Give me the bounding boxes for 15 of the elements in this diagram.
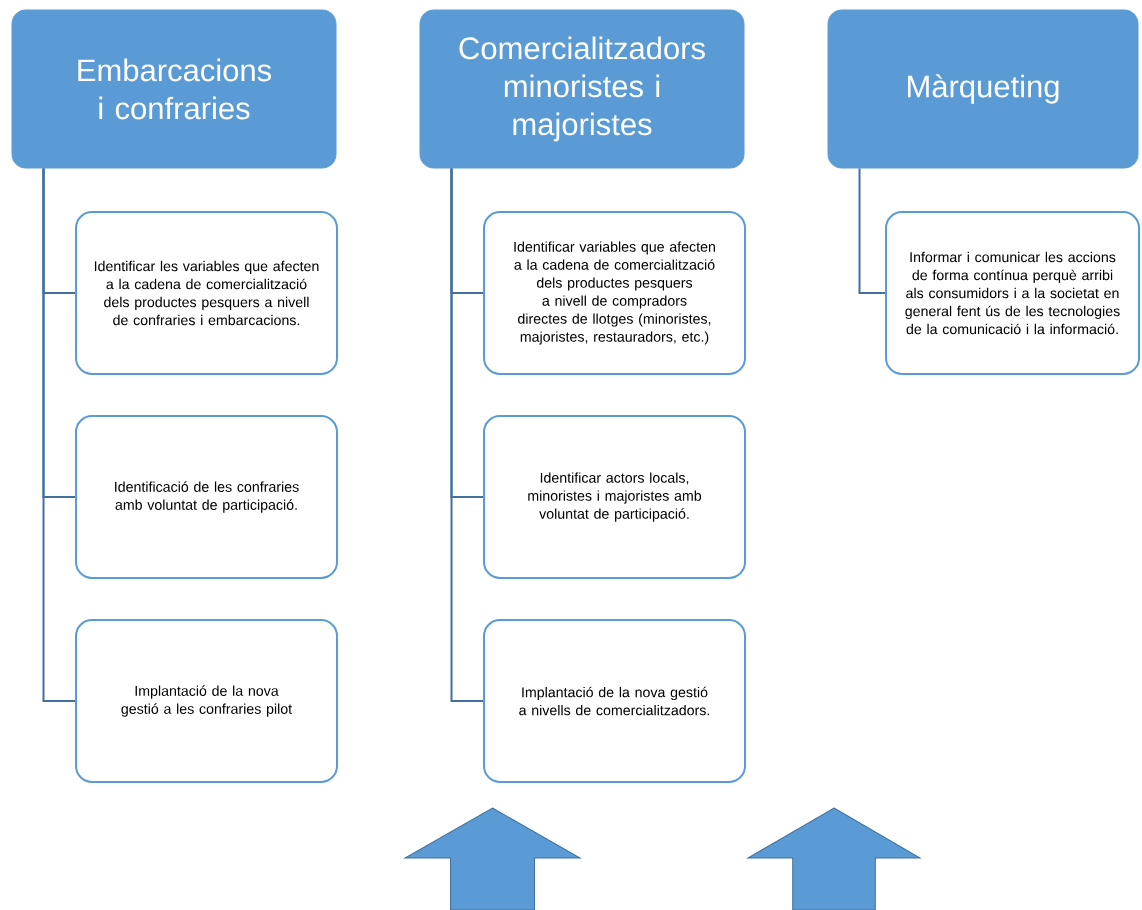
task-box: Identificació de les confraries amb voluntat de participació. xyxy=(75,415,338,579)
task-box: Identificar variables que afecten a la cadena de comercialització dels productes pesquers a nivell de compradors directes de llotges (minoristes, majoristes, restauradors, etc.) xyxy=(483,211,746,375)
task-box: Identificar actors locals, minoristes i majoristes amb voluntat de participació. xyxy=(483,415,746,579)
task-box: Implantació de la nova gestió a les confraries pilot xyxy=(75,619,338,783)
task-box: Identificar les variables que afecten a la cadena de comercialització dels productes pesquers a nivell de confraries i embarcacions. xyxy=(75,211,338,375)
connector-line xyxy=(858,167,886,294)
task-box: Implantació de la nova gestió a nivells de comercialitzadors. xyxy=(483,619,746,783)
heading-box: Màrqueting xyxy=(827,9,1139,169)
block-arrow xyxy=(404,807,581,910)
task-box: Informar i comunicar les accions de forma contínua perquè arribi als consumidors i a la societat en general fent ús de les tecnologies de la comunicació i la informació. xyxy=(885,211,1140,375)
connector-line xyxy=(42,167,76,702)
connector-line xyxy=(450,167,484,702)
heading-box: Comercialitzadors minoristes i majoristes xyxy=(419,9,745,169)
block-arrow xyxy=(747,807,921,910)
heading-box: Embarcacions i confraries xyxy=(11,9,337,169)
